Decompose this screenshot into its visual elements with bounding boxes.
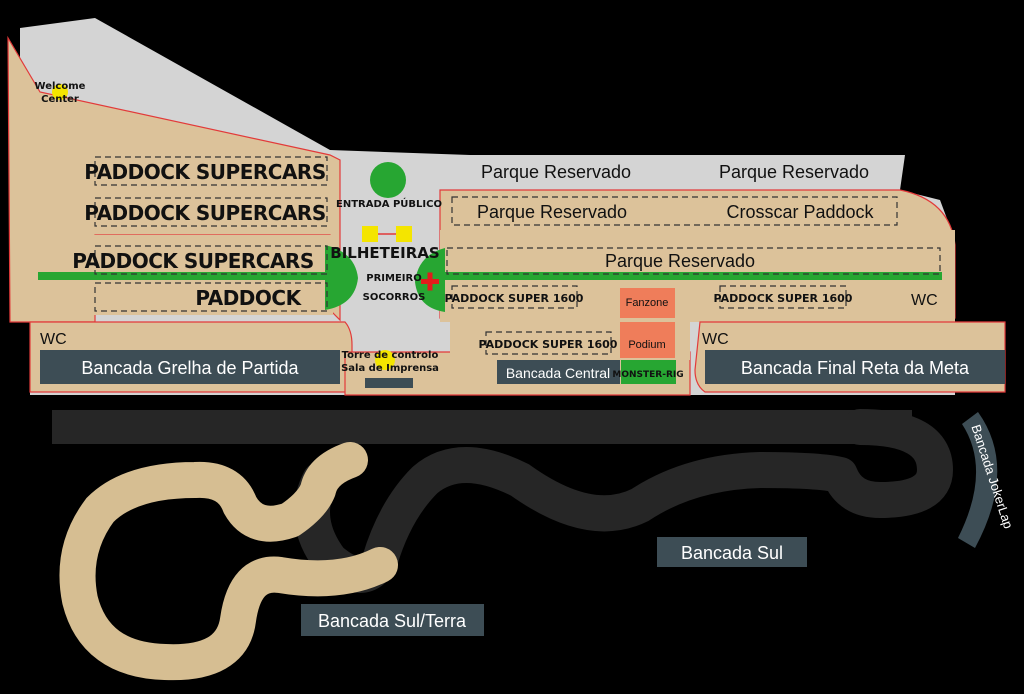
- paddock-supercars-label-1: PADDOCK SUPERCARS: [84, 160, 325, 184]
- ticket-booth-left: [362, 226, 378, 242]
- bancada-sul-label: Bancada Sul: [681, 543, 783, 563]
- paddock-box: [94, 282, 328, 312]
- paddock-super1600-label-1: PADDOCK SUPER 1600: [445, 292, 584, 305]
- paddock-supercars-label-2: PADDOCK SUPERCARS: [84, 201, 325, 225]
- bancada-sul-stand: [657, 537, 807, 567]
- bancada-grelha-label: Bancada Grelha de Partida: [81, 358, 299, 378]
- paddock-supercars-box-1: [94, 156, 328, 186]
- parque-reservado-box-label: Parque Reservado: [477, 202, 627, 222]
- monster-rig-label: MONSTER-RIG: [612, 370, 683, 380]
- parque-reservado-top-label-2: Parque Reservado: [719, 162, 869, 182]
- parque-reservado-top-label-1: Parque Reservado: [481, 162, 631, 182]
- wc-left-label: WC: [40, 331, 67, 348]
- paddock-super1600-box-2: [719, 285, 847, 309]
- parque-reservado-wide-label: Parque Reservado: [605, 251, 755, 271]
- paddock-super1600-box-3: [485, 331, 612, 355]
- podium-area: [620, 322, 675, 358]
- paddock-supercars-box-3: [94, 245, 328, 275]
- paddock-super1600-label-3: PADDOCK SUPER 1600: [479, 338, 618, 351]
- bancada-jokerlap-stand: [958, 412, 998, 548]
- first-aid-icon: [421, 272, 439, 291]
- entrada-publico-green: [370, 162, 406, 198]
- track-dirt-section: [59, 442, 398, 681]
- bilheteiras-green-left: [325, 245, 358, 310]
- fanzone-label: Fanzone: [626, 297, 669, 309]
- ticket-booth-right: [396, 226, 412, 242]
- fanzone-area: [620, 288, 675, 318]
- wc-right-label: WC: [911, 292, 938, 309]
- paddock-super1600-box-1: [451, 285, 578, 309]
- paddock-supercars-box-2: [94, 197, 328, 227]
- bancada-sul-terra-stand: [301, 604, 484, 636]
- bancada-central-stand: [497, 360, 620, 384]
- green-path-left: [38, 272, 328, 280]
- main-straight: [52, 410, 912, 444]
- bancada-central-label: Bancada Central: [506, 365, 610, 381]
- monster-rig-area: [621, 360, 676, 384]
- crosscar-paddock-label: Crosscar Paddock: [726, 202, 874, 222]
- torre-controlo-marker: [375, 350, 395, 370]
- entrada-publico-label: ENTRADA PÚBLICO: [336, 197, 442, 210]
- paddock-super1600-label-2: PADDOCK SUPER 1600: [714, 292, 853, 305]
- parque-reservado-wide-box: [446, 247, 941, 275]
- bilheteiras-label: BILHETEIRAS: [330, 244, 439, 262]
- green-path-right: [442, 272, 942, 280]
- parque-reservado-box: [451, 196, 898, 226]
- bancada-sul-terra-label: Bancada Sul/Terra: [318, 611, 467, 631]
- wc-mid-label: WC: [702, 331, 729, 348]
- welcome-center-marker: [52, 84, 68, 100]
- podium-label: Podium: [628, 339, 665, 351]
- torre-controlo-block: [365, 378, 413, 388]
- bancada-final-label: Bancada Final Reta da Meta: [741, 358, 970, 378]
- bancada-grelha-stand: [40, 350, 340, 384]
- track-asphalt-loop: [294, 409, 953, 593]
- bancada-final-stand: [705, 350, 1005, 384]
- paddock-label: PADDOCK: [195, 286, 302, 310]
- paddock-supercars-label-3: PADDOCK SUPERCARS: [72, 249, 313, 273]
